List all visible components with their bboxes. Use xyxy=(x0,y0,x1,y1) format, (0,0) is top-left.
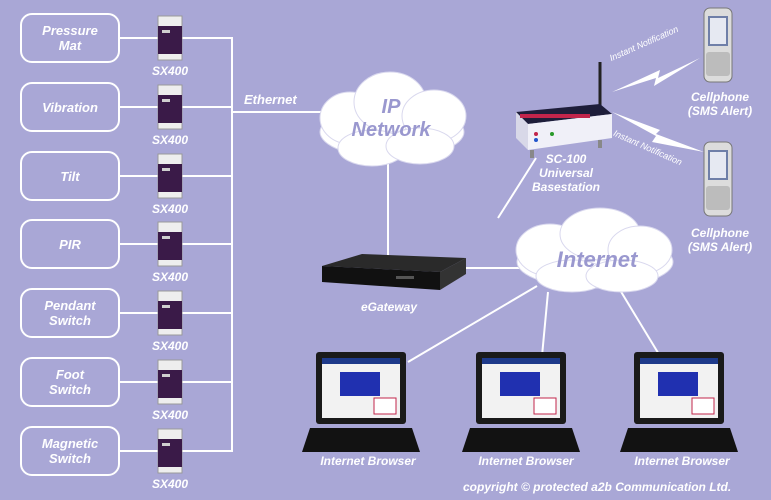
ip-network-cloud xyxy=(319,71,467,167)
ethernet-label: Ethernet xyxy=(244,92,297,107)
sx400-module-3 xyxy=(157,153,183,199)
internet-cloud xyxy=(515,207,674,293)
sensor-label: Magnetic Switch xyxy=(41,436,99,466)
sensor-label: Tilt xyxy=(60,168,80,184)
sensor-tilt: Tilt xyxy=(20,151,120,201)
sensor-foot-switch: Foot Switch xyxy=(20,357,120,407)
ethernet-bus xyxy=(182,37,330,452)
ip-network-label: IP Network xyxy=(351,96,431,141)
basestation-label: SC-100 Universal Basestation xyxy=(531,152,601,194)
sx400-label: SX400 xyxy=(151,477,189,491)
laptop-1-device xyxy=(302,352,420,452)
sx400-modules xyxy=(157,15,183,474)
sensor-label: Pressure Mat xyxy=(42,23,98,53)
wireless-bolts xyxy=(612,58,704,152)
sx400-module-5 xyxy=(157,290,183,336)
cellphone-2-label: Cellphone (SMS Alert) xyxy=(687,226,753,254)
sensor-pendant-switch: Pendant Switch xyxy=(20,288,120,338)
browser-2-label: Internet Browser xyxy=(478,454,574,468)
network-links xyxy=(387,157,661,363)
sx400-label: SX400 xyxy=(151,133,189,147)
sx400-label: SX400 xyxy=(151,270,189,284)
cellphone-1-label: Cellphone (SMS Alert) xyxy=(687,90,753,118)
sensor-pir: PIR xyxy=(20,219,120,269)
sx400-module-1 xyxy=(157,15,183,61)
laptop-3-device xyxy=(620,352,738,452)
sensor-pressure-mat: Pressure Mat xyxy=(20,13,120,63)
sx400-module-6 xyxy=(157,359,183,405)
laptop-2-device xyxy=(462,352,580,452)
internet-label: Internet xyxy=(556,247,638,272)
copyright-text: copyright © protected a2b Communication … xyxy=(463,480,732,494)
sx400-module-7 xyxy=(157,428,183,474)
basestation-device xyxy=(516,62,612,158)
sensor-label: PIR xyxy=(59,236,81,252)
cellphone-2-device xyxy=(703,141,733,217)
sx400-module-4 xyxy=(157,221,183,267)
egateway-device xyxy=(322,254,466,290)
sensor-links xyxy=(120,37,158,452)
sx400-module-2 xyxy=(157,84,183,130)
sx400-label: SX400 xyxy=(151,202,189,216)
sx400-label: SX400 xyxy=(151,339,189,353)
sensor-label: Pendant Switch xyxy=(44,298,96,328)
egateway-label: eGateway xyxy=(360,300,418,314)
sx400-label: SX400 xyxy=(151,64,189,78)
browser-3-label: Internet Browser xyxy=(634,454,730,468)
cellphone-1-device xyxy=(703,7,733,83)
browser-1-label: Internet Browser xyxy=(320,454,416,468)
sensor-magnetic-switch: Magnetic Switch xyxy=(20,426,120,476)
sensor-label: Vibration xyxy=(42,99,98,115)
sensor-label: Foot Switch xyxy=(49,367,91,397)
sensor-vibration: Vibration xyxy=(20,82,120,132)
sx400-label: SX400 xyxy=(151,408,189,422)
